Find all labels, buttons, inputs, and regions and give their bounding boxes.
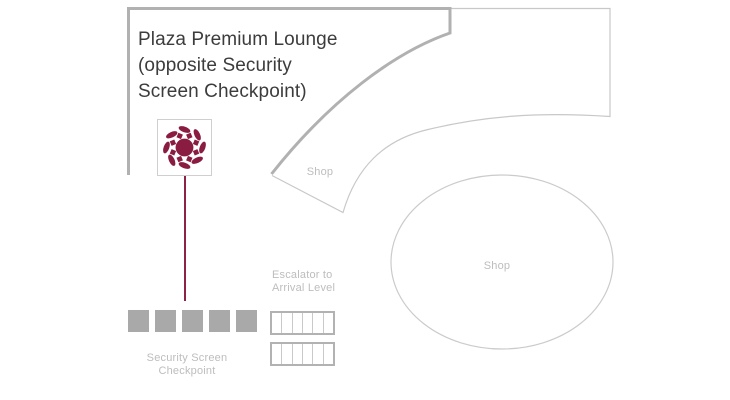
escalator-step-cell <box>312 313 322 333</box>
escalator-label-line: Escalator to <box>272 269 333 281</box>
security-checkpoint-barriers <box>128 310 257 332</box>
plaza-premium-lounge-logo-icon <box>163 126 206 169</box>
escalator-step-cell <box>301 344 312 364</box>
lounge-logo-marker <box>157 119 212 176</box>
escalator-step-cell <box>281 344 291 364</box>
logo-outer-petal-ring <box>163 126 206 169</box>
escalator-label: Escalator to Arrival Level <box>272 269 382 295</box>
shop-ellipse-label: Shop <box>483 260 511 272</box>
logo-center-circle <box>175 138 194 157</box>
checkpoint-barrier-square <box>182 310 203 332</box>
escalator-step-cell <box>281 313 291 333</box>
checkpoint-barrier-square <box>155 310 176 332</box>
lounge-title: Plaza Premium Lounge (opposite Security … <box>138 27 458 105</box>
lounge-title-line: (opposite Security <box>138 55 292 76</box>
escalator-step-cell <box>272 344 281 364</box>
location-pointer-line <box>184 176 186 301</box>
escalator-step-cell <box>301 313 312 333</box>
checkpoint-barrier-square <box>128 310 149 332</box>
lounge-title-line: Screen Checkpoint) <box>138 81 307 102</box>
checkpoint-barrier-square <box>209 310 230 332</box>
shop-area-thin-outline <box>271 7 611 214</box>
escalator-step-cell <box>312 344 322 364</box>
escalator-unit <box>270 342 335 366</box>
terminal-wall-thick-outline <box>127 7 452 175</box>
security-checkpoint-label-line: Security Screen <box>146 352 228 364</box>
escalator-step-cell <box>322 344 333 364</box>
logo-inner-diamond-ring <box>169 132 200 163</box>
lounge-title-line: Plaza Premium Lounge <box>138 29 338 50</box>
security-checkpoint-label-line: Checkpoint <box>158 365 216 377</box>
security-checkpoint-label: Security Screen Checkpoint <box>117 352 257 378</box>
escalator-step-cell <box>291 313 302 333</box>
escalator-unit <box>270 311 335 335</box>
checkpoint-barrier-square <box>236 310 257 332</box>
escalator-label-line: Arrival Level <box>272 282 336 294</box>
escalator-step-cell <box>322 313 333 333</box>
shop-ellipse-outline <box>390 174 614 350</box>
shop-wedge-label: Shop <box>306 166 334 178</box>
escalator-step-cell <box>272 313 281 333</box>
escalator-step-cell <box>291 344 302 364</box>
